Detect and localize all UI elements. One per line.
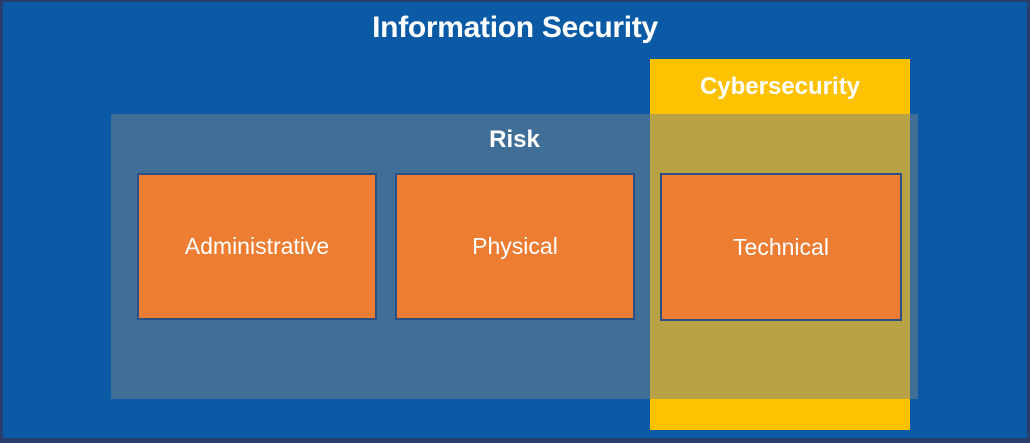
page-title: Information Security	[372, 11, 658, 44]
control-label-technical: Technical	[733, 233, 829, 260]
control-box-physical: Physical	[395, 173, 635, 320]
control-label-administrative: Administrative	[184, 233, 330, 259]
risk-label: Risk	[489, 126, 540, 153]
cybersecurity-label: Cybersecurity	[699, 72, 861, 100]
control-label-physical: Physical	[472, 233, 558, 259]
control-box-technical: Technical	[660, 173, 902, 321]
control-box-administrative: Administrative	[137, 173, 377, 320]
